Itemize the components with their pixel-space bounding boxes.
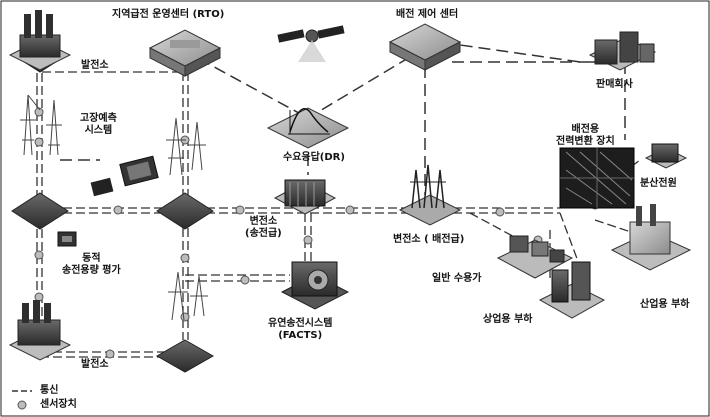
fault-prediction-label: 고장예측 시스템 <box>80 113 117 137</box>
power-converter-icon <box>560 148 634 208</box>
fault-prediction-system-icon <box>91 156 159 196</box>
facts-label: 유연송전시스템 (FACTS) <box>268 318 332 342</box>
general-consumer-label: 일반 수용가 <box>432 273 481 285</box>
power-plant-top-label: 발전소 <box>81 60 109 72</box>
distribution-substation-icon <box>400 165 460 225</box>
distributed-generation-label: 분산전원 <box>640 178 677 190</box>
junction-middle <box>157 193 213 229</box>
dynamic-rating-label: 동적 송전용량 평가 <box>62 253 121 277</box>
power-plant-bottom-icon <box>10 300 70 360</box>
demand-response-icon <box>268 108 348 148</box>
junction-left <box>12 193 68 229</box>
distribution-control-label: 배전 제어 센터 <box>396 9 458 21</box>
sales-company-icon <box>590 32 655 70</box>
sales-company-label: 판매회사 <box>596 79 633 91</box>
legend-sensor-label: 센서장치 <box>40 399 77 411</box>
industrial-load-label: 산업용 부하 <box>640 299 689 311</box>
rto-building-icon <box>150 30 220 76</box>
rto-label: 지역급전 운영센터 (RTO) <box>112 9 224 21</box>
legend-sensor-symbol <box>18 401 26 409</box>
distributed-generation-icon <box>646 144 686 168</box>
demand-response-label: 수요응답(DR) <box>283 152 345 164</box>
satellite-icon <box>277 25 344 62</box>
transmission-substation-label: 변전소 (송전급) <box>245 216 282 240</box>
junction-bottom <box>157 340 213 372</box>
distribution-substation-label: 변전소 ( 배전급) <box>393 234 464 246</box>
transmission-lines <box>37 60 640 357</box>
commercial-load-label: 상업용 부하 <box>483 314 532 326</box>
legend-symbols <box>12 391 32 409</box>
power-plant-top-icon <box>10 10 70 70</box>
transmission-substation-icon <box>275 180 335 214</box>
legend-line-label: 통신 <box>40 385 58 397</box>
power-plant-bottom-label: 발전소 <box>81 359 109 371</box>
dynamic-rating-device-icon <box>58 232 76 246</box>
converter-label: 배전용 전력변환 장치 <box>556 124 615 148</box>
industrial-load-icon <box>612 204 690 270</box>
facts-icon <box>282 262 348 309</box>
